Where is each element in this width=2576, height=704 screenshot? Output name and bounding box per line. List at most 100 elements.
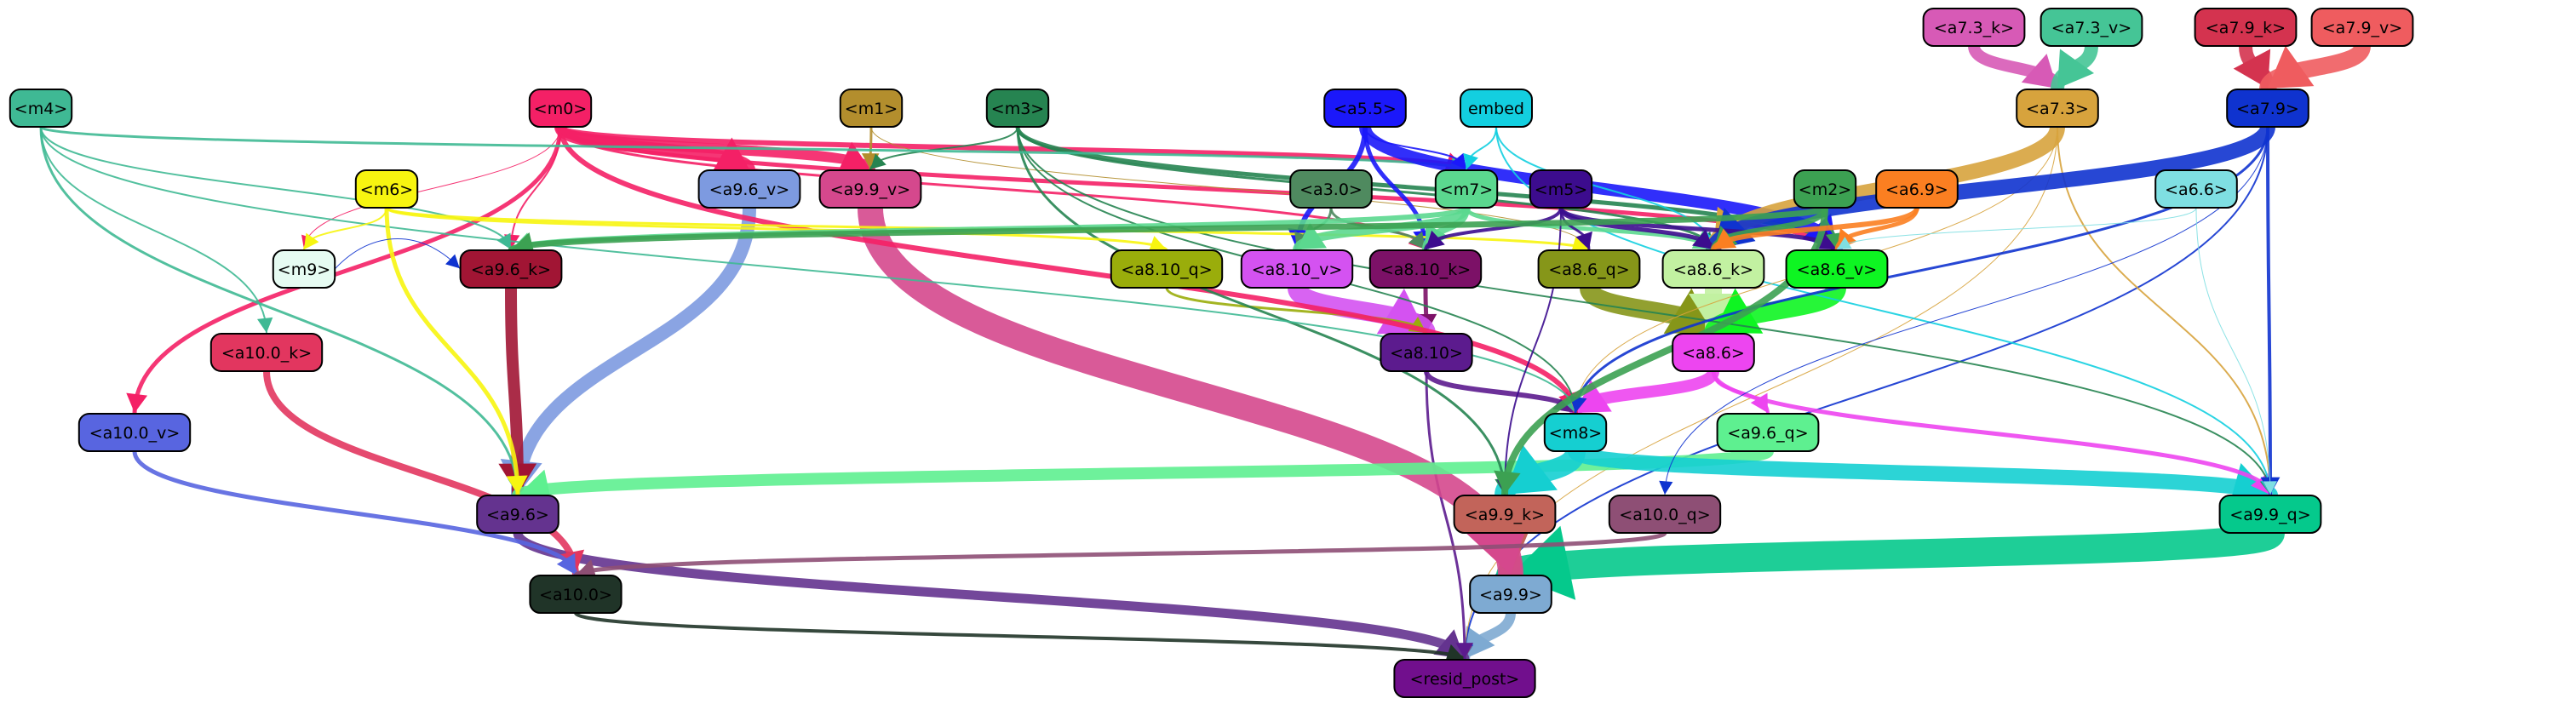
node-a6-9[interactable]: <a6.9> bbox=[1875, 169, 1959, 209]
node-a8-6-q[interactable]: <a8.6_q> bbox=[1537, 249, 1641, 289]
arrowhead-a9_9-to-resid_post bbox=[1465, 626, 1495, 660]
node-label: <m5> bbox=[1535, 180, 1587, 199]
arrowhead-m8-to-a9_9_k bbox=[1505, 444, 1558, 495]
node-box bbox=[2040, 8, 2143, 47]
edge-m4-to-m7 bbox=[39, 125, 1468, 172]
node-label: <a9.6> bbox=[486, 506, 549, 524]
node-a5-5[interactable]: <a5.5> bbox=[1323, 89, 1407, 128]
node-a9-6-q[interactable]: <a9.6_q> bbox=[1716, 413, 1820, 452]
arrowhead-a7_9_v-to-a7_9 bbox=[2268, 45, 2315, 89]
node-a8-6[interactable]: <a8.6> bbox=[1672, 333, 1755, 372]
node-m5[interactable]: <m5> bbox=[1529, 169, 1593, 209]
node-box bbox=[9, 89, 73, 128]
node-box bbox=[1922, 8, 2026, 47]
node-a9-6-k[interactable]: <a9.6_k> bbox=[459, 249, 563, 289]
node-label: <m3> bbox=[991, 100, 1044, 118]
node-label: <a8.10> bbox=[1390, 344, 1463, 363]
node-box bbox=[1393, 659, 1536, 698]
node-a8-10-q[interactable]: <a8.10_q> bbox=[1110, 249, 1224, 289]
node-a3-0[interactable]: <a3.0> bbox=[1289, 169, 1373, 209]
node-m1[interactable]: <m1> bbox=[839, 89, 904, 128]
node-label: <a8.10_k> bbox=[1380, 260, 1471, 279]
arrowhead-m6-to-m9 bbox=[304, 232, 319, 250]
node-label: embed bbox=[1468, 100, 1524, 118]
node-label: <a7.9_v> bbox=[2322, 19, 2402, 37]
node-label: <a3.0> bbox=[1299, 180, 1363, 199]
node-label: <a9.9> bbox=[1479, 586, 1542, 604]
arrowhead-a10_0-to-resid_post bbox=[1444, 644, 1465, 663]
node-box bbox=[1793, 169, 1857, 209]
edge-a7_9-to-a8_6_k bbox=[1706, 119, 2275, 258]
node-a9-6[interactable]: <a9.6> bbox=[476, 495, 559, 534]
node-a7-3-k[interactable]: <a7.3_k> bbox=[1922, 8, 2026, 47]
node-a10-0[interactable]: <a10.0> bbox=[529, 575, 622, 614]
node-box bbox=[985, 89, 1050, 128]
node-box bbox=[1469, 575, 1552, 614]
node-label: <a5.5> bbox=[1334, 100, 1397, 118]
node-box bbox=[77, 413, 192, 452]
node-m6[interactable]: <m6> bbox=[354, 169, 419, 209]
node-box bbox=[2218, 495, 2322, 534]
node-a9-9-k[interactable]: <a9.9_k> bbox=[1453, 495, 1557, 534]
node-m9[interactable]: <m9> bbox=[272, 249, 336, 289]
node-embed[interactable]: embed bbox=[1460, 89, 1533, 128]
arrowhead-a6_6-to-a8_6_v bbox=[1837, 237, 1852, 250]
node-a8-10-k[interactable]: <a8.10_k> bbox=[1368, 249, 1483, 289]
node-box bbox=[1289, 169, 1373, 209]
node-box bbox=[1434, 169, 1499, 209]
edge-m6-to-a8_10_q bbox=[385, 206, 1168, 252]
node-label: <a6.9> bbox=[1885, 180, 1948, 199]
edge-a9_6_k-to-a9_6 bbox=[505, 282, 524, 501]
node-m4[interactable]: <m4> bbox=[9, 89, 73, 128]
node-box bbox=[1537, 249, 1641, 289]
node-m3[interactable]: <m3> bbox=[985, 89, 1050, 128]
node-label: <a9.9_v> bbox=[830, 180, 910, 199]
node-a10-0-q[interactable]: <a10.0_q> bbox=[1608, 495, 1722, 534]
node-a8-10-v[interactable]: <a8.10_v> bbox=[1240, 249, 1354, 289]
node-label: <a7.9> bbox=[2236, 100, 2299, 118]
node-a9-9-q[interactable]: <a9.9_q> bbox=[2218, 495, 2322, 534]
arrowhead-m5-to-a8_6_q bbox=[1575, 231, 1592, 250]
node-box bbox=[528, 89, 593, 128]
node-a7-3[interactable]: <a7.3> bbox=[2016, 89, 2099, 128]
edge-m3-to-a9_9_k bbox=[1016, 125, 1506, 497]
node-box bbox=[1323, 89, 1407, 128]
node-resid-post[interactable]: <resid_post> bbox=[1393, 659, 1536, 698]
node-a8-6-v[interactable]: <a8.6_v> bbox=[1785, 249, 1889, 289]
node-a7-9-v[interactable]: <a7.9_v> bbox=[2310, 8, 2414, 47]
node-a7-9[interactable]: <a7.9> bbox=[2226, 89, 2309, 128]
arrowhead-m6-to-a8_10_q bbox=[1148, 236, 1167, 253]
edge-m0-to-m9 bbox=[303, 126, 561, 251]
node-box bbox=[2310, 8, 2414, 47]
edge-m0-to-m8 bbox=[558, 124, 1578, 416]
edge-m4-to-m8 bbox=[40, 126, 1576, 415]
node-label: <a7.3_v> bbox=[2051, 19, 2131, 37]
node-m2[interactable]: <m2> bbox=[1793, 169, 1857, 209]
node-box bbox=[1672, 333, 1755, 372]
node-label: <m6> bbox=[360, 180, 413, 199]
node-a9-9[interactable]: <a9.9> bbox=[1469, 575, 1552, 614]
arrowhead-m5-to-a8_10_k bbox=[1426, 230, 1445, 250]
node-m7[interactable]: <m7> bbox=[1434, 169, 1499, 209]
node-a7-9-k[interactable]: <a7.9_k> bbox=[2194, 8, 2298, 47]
node-a7-3-v[interactable]: <a7.3_v> bbox=[2040, 8, 2143, 47]
edge-m6-to-a9_6 bbox=[384, 205, 520, 498]
node-label: <a9.9_q> bbox=[2229, 506, 2310, 524]
node-a8-6-k[interactable]: <a8.6_k> bbox=[1661, 249, 1765, 289]
node-box bbox=[818, 169, 922, 209]
node-a8-10[interactable]: <a8.10> bbox=[1380, 333, 1473, 372]
node-a6-6[interactable]: <a6.6> bbox=[2154, 169, 2238, 209]
arrowhead-m2-to-a9_9_k bbox=[1494, 470, 1521, 495]
node-label: <a10.0_q> bbox=[1619, 506, 1710, 524]
node-a10-0-k[interactable]: <a10.0_k> bbox=[209, 333, 324, 372]
node-a10-0-v[interactable]: <a10.0_v> bbox=[77, 413, 192, 452]
node-a9-6-v[interactable]: <a9.6_v> bbox=[697, 169, 801, 209]
node-a9-9-v[interactable]: <a9.9_v> bbox=[818, 169, 922, 209]
node-box bbox=[697, 169, 801, 209]
arrowhead-m6-to-a9_6 bbox=[506, 475, 528, 495]
arrowhead-a8_6_k-to-a8_6 bbox=[1689, 294, 1738, 333]
node-m8[interactable]: <m8> bbox=[1543, 413, 1608, 452]
node-m0[interactable]: <m0> bbox=[528, 89, 593, 128]
edge-m2-to-a9_6_k bbox=[508, 204, 1828, 254]
